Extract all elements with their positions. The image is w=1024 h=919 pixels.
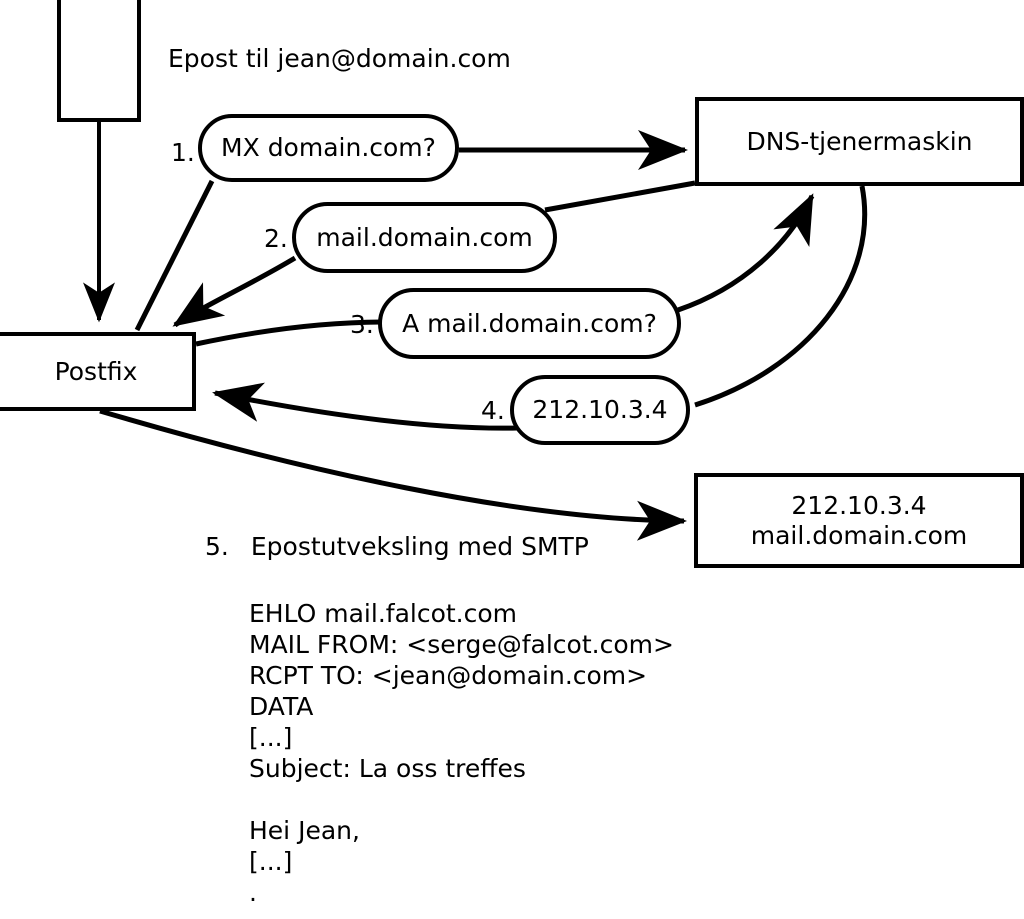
edge-step4-to-postfix [212, 382, 518, 431]
remote-mail-server-box: 212.10.3.4 mail.domain.com [694, 473, 1024, 568]
smtp-line: Hei Jean, [249, 816, 360, 845]
smtp-transcript: EHLO mail.falcot.com MAIL FROM: <serge@f… [249, 598, 674, 908]
client-machine-box [57, 0, 141, 122]
step-number-4: 4. [481, 396, 505, 425]
edge-postfix-to-step1 [134, 179, 215, 332]
step-number-5: 5. [205, 532, 229, 561]
step-number-2: 2. [264, 224, 288, 253]
edge-dns-to-step2 [544, 180, 696, 213]
step-number-3: 3. [350, 310, 374, 339]
smtp-line: . [249, 878, 257, 907]
message-pill-a-query-label: A mail.domain.com? [402, 308, 657, 338]
intro-caption: Epost til jean@domain.com [168, 44, 511, 73]
message-pill-a-answer-label: 212.10.3.4 [532, 395, 668, 425]
smtp-line: RCPT TO: <jean@domain.com> [249, 661, 648, 690]
message-pill-mx-answer: mail.domain.com [292, 202, 557, 273]
message-pill-mx-query: MX domain.com? [198, 114, 459, 182]
smtp-line: [...] [249, 847, 293, 876]
message-pill-mx-answer-label: mail.domain.com [316, 222, 533, 252]
edge-step2-to-postfix [172, 255, 297, 328]
smtp-blank-line [249, 784, 674, 815]
smtp-line: EHLO mail.falcot.com [249, 599, 518, 628]
remote-mail-server-label: 212.10.3.4 mail.domain.com [751, 491, 967, 550]
dns-server-box: DNS-tjenermaskin [695, 97, 1024, 186]
step-5-caption: 5. Epostutveksling med SMTP [205, 532, 589, 561]
smtp-line: DATA [249, 692, 314, 721]
smtp-line: MAIL FROM: <serge@falcot.com> [249, 630, 674, 659]
remote-mail-server-ip: 212.10.3.4 [791, 491, 927, 520]
remote-mail-server-hostname: mail.domain.com [750, 520, 968, 550]
message-pill-a-query: A mail.domain.com? [378, 288, 681, 359]
step-5-label: Epostutveksling med SMTP [250, 532, 589, 561]
smtp-line: [...] [249, 723, 293, 752]
step-number-1: 1. [171, 138, 195, 167]
postfix-box: Postfix [0, 332, 196, 411]
smtp-line: Subject: La oss treffes [249, 754, 526, 783]
postfix-label: Postfix [54, 356, 138, 386]
message-pill-mx-query-label: MX domain.com? [221, 133, 436, 163]
message-pill-a-answer: 212.10.3.4 [510, 375, 690, 445]
edge-dns-to-step4 [694, 185, 868, 408]
dns-server-label: DNS-tjenermaskin [746, 126, 973, 156]
edge-step3-to-dns [677, 193, 815, 313]
